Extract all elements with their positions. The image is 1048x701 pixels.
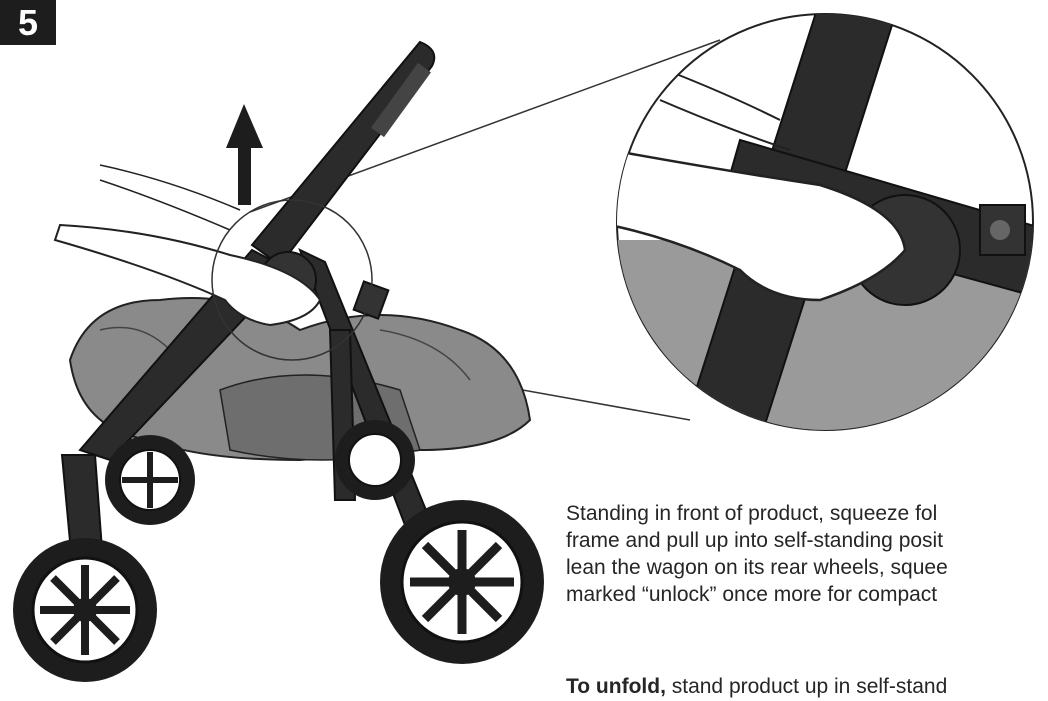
wheel-front-left [13, 538, 157, 682]
wheel-front-right [380, 500, 544, 664]
unfold-text: stand product up in self-stand [665, 675, 948, 698]
instruction-line: marked “unlock” once more for compact [566, 583, 938, 606]
wagon-handle [250, 40, 436, 267]
instruction-line: Standing in front of product, squeeze fo… [566, 502, 938, 525]
hand-icon [53, 164, 322, 327]
wheel-rear-right [335, 420, 415, 500]
zoom-target-circle [211, 199, 373, 361]
arrow-up-icon [226, 104, 263, 205]
instruction-text: Standing in front of product, squeeze fo… [566, 500, 1048, 608]
wagon-fabric [68, 297, 532, 462]
step-number-badge: 5 [0, 0, 56, 45]
instruction-line: lean the wagon on its rear wheels, squee [566, 556, 948, 579]
wheel-rear-left [105, 435, 195, 525]
unfold-label: To unfold, [566, 675, 666, 698]
instruction-line: frame and pull up into self-standing pos… [566, 529, 944, 552]
unfold-instruction: To unfold, stand product up in self-stan… [566, 673, 1048, 700]
zoom-callout-icon [616, 13, 1034, 431]
